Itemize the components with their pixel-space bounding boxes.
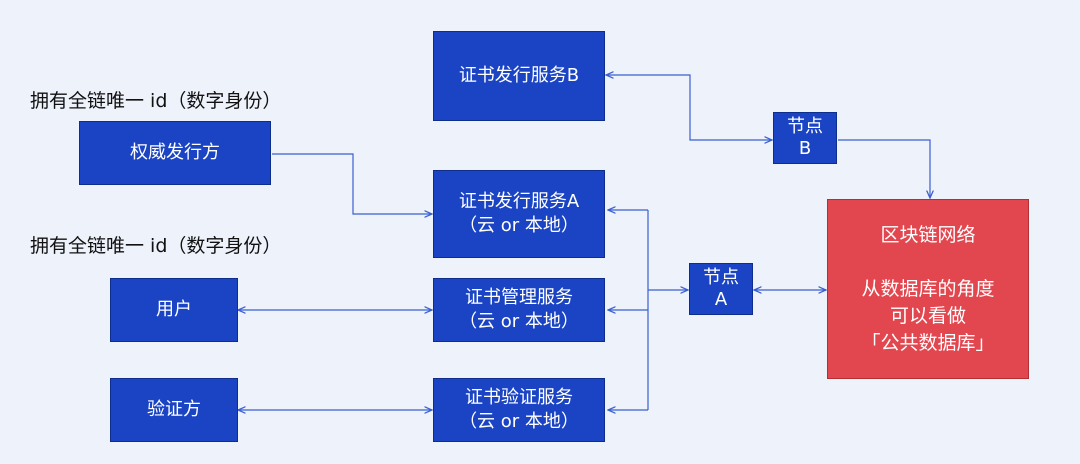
blockchain-network-box: 区块链网络 从数据库的角度 可以看做 「公共数据库」	[827, 199, 1029, 379]
user-box: 用户	[110, 278, 238, 342]
verifier-box: 验证方	[110, 378, 238, 442]
edge-issue-b-node-b	[606, 75, 772, 140]
edge-authority-to-issue-a	[272, 153, 432, 214]
cert-issue-b-box: 证书发行服务B	[433, 31, 605, 121]
cert-issue-a-box: 证书发行服务A （云 or 本地）	[433, 170, 605, 258]
issuer-authority-box: 权威发行方	[79, 121, 271, 185]
node-a-box: 节点 A	[689, 263, 753, 315]
top-identity-label: 拥有全链唯一 id（数字身份）	[30, 90, 282, 112]
edge-node-b-to-blockchain	[838, 139, 930, 198]
cert-manage-box: 证书管理服务 （云 or 本地）	[433, 278, 605, 342]
middle-identity-label: 拥有全链唯一 id（数字身份）	[30, 235, 282, 257]
node-b-box: 节点 B	[773, 112, 837, 164]
cert-verify-box: 证书验证服务 （云 or 本地）	[433, 378, 605, 442]
